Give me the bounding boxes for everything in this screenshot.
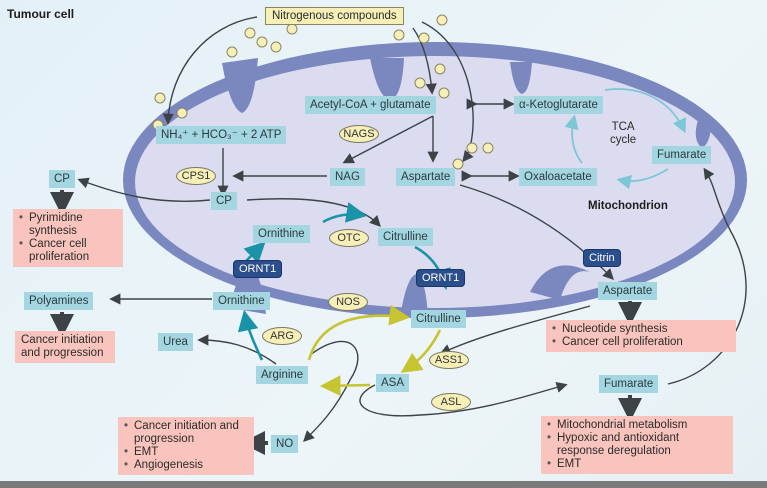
asa-box: ASA — [376, 374, 410, 392]
outcome-item: Mitochondrial metabolism — [547, 419, 727, 432]
cyto-cp-box: CP — [49, 170, 75, 188]
outcome-item: EMT — [547, 458, 727, 471]
fumarate-outcomes-box: Mitochondrial metabolism Hypoxic and ant… — [541, 416, 733, 474]
mito-aspartate-box: Aspartate — [396, 168, 456, 186]
mito-fumarate-box: Fumarate — [652, 146, 712, 164]
cyto-fumarate-box: Fumarate — [599, 375, 659, 393]
outcome-item: Cancer cell proliferation — [552, 336, 730, 349]
acetyl-coa-glutamate-box: Acetyl-CoA + glutamate — [305, 96, 436, 114]
outcome-arrows — [50, 190, 642, 455]
otc-enzyme: OTC — [329, 229, 369, 247]
tca-label-line2: cycle — [610, 134, 637, 146]
arg-enzyme: ARG — [262, 327, 302, 345]
ammonia-bicarbonate-box: NH₄⁺ + HCO₃⁻ + 2 ATP — [156, 126, 287, 144]
alpha-ketoglutarate-box: α-Ketoglutarate — [514, 96, 603, 114]
asl-enzyme: ASL — [431, 393, 471, 411]
outcome-item: Cancer cell proliferation — [19, 238, 117, 264]
tca-arrows — [564, 88, 686, 190]
cyto-citrulline-box: Citrulline — [411, 310, 466, 328]
outcome-item: Hypoxic and antioxidant response deregul… — [547, 432, 727, 458]
ornt1-transporter-right: ORNT1 — [416, 269, 466, 287]
ornt1-transporter-left: ORNT1 — [233, 260, 283, 278]
ass1-enzyme: ASS1 — [429, 351, 469, 369]
aspartate-outcomes-box: Nucleotide synthesis Cancer cell prolife… — [546, 320, 736, 352]
nitrogenous-compounds-box: Nitrogenous compounds — [265, 7, 404, 25]
nags-enzyme: NAGS — [339, 125, 379, 143]
mitochondrion-label: Mitochondrion — [588, 200, 668, 212]
cyto-aspartate-box: Aspartate — [598, 282, 658, 300]
outcome-item: Cancer initiation and progression — [21, 334, 104, 359]
oxaloacetate-box: Oxaloacetate — [519, 168, 597, 186]
nitrogenous-molecules — [152, 14, 494, 170]
tca-cycle-label: TCA cycle — [610, 121, 636, 147]
cyto-ornithine-box: Ornithine — [213, 292, 270, 310]
cp-outcomes-box: Pyrimidine synthesis Cancer cell prolife… — [13, 209, 123, 267]
outcome-item: Nucleotide synthesis — [552, 323, 730, 336]
mito-citrulline-box: Citrulline — [378, 228, 433, 246]
mito-cp-box: CP — [211, 192, 237, 210]
citrin-transporter: Citrin — [583, 249, 621, 267]
outcome-item: EMT — [124, 446, 248, 459]
arginine-box: Arginine — [256, 366, 309, 384]
outcome-item: Angiogenesis — [124, 459, 248, 472]
dark-arrows — [77, 16, 747, 442]
nos-enzyme: NOS — [328, 293, 368, 311]
cell-label: Tumour cell — [7, 7, 75, 21]
no-outcomes-box: Cancer initiation and progression EMT An… — [118, 417, 254, 475]
urea-box: Urea — [158, 333, 193, 351]
yellow-arrows — [307, 304, 442, 397]
nag-box: NAG — [330, 168, 365, 186]
no-box: NO — [271, 435, 299, 453]
mito-ornithine-box: Ornithine — [253, 225, 310, 243]
polyamines-box: Polyamines — [24, 292, 94, 310]
outcome-item: Pyrimidine synthesis — [19, 212, 117, 238]
polyamines-outcomes-box: Cancer initiation and progression — [15, 331, 115, 363]
tca-label-line1: TCA — [611, 121, 635, 133]
outcome-item: Cancer initiation and progression — [124, 420, 248, 446]
cps1-enzyme: CPS1 — [176, 167, 216, 185]
bottom-bar — [0, 481, 767, 488]
